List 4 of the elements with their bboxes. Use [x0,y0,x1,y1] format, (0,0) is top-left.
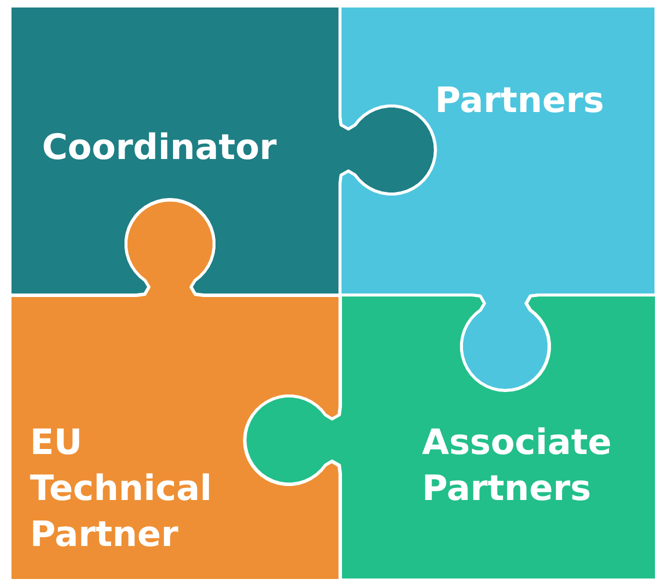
piece-label: Coordinator [42,127,278,170]
piece-label: Associate Partners [422,422,613,511]
piece-label: EU Technical Partner [30,422,213,557]
piece-label: Partners [435,80,606,123]
